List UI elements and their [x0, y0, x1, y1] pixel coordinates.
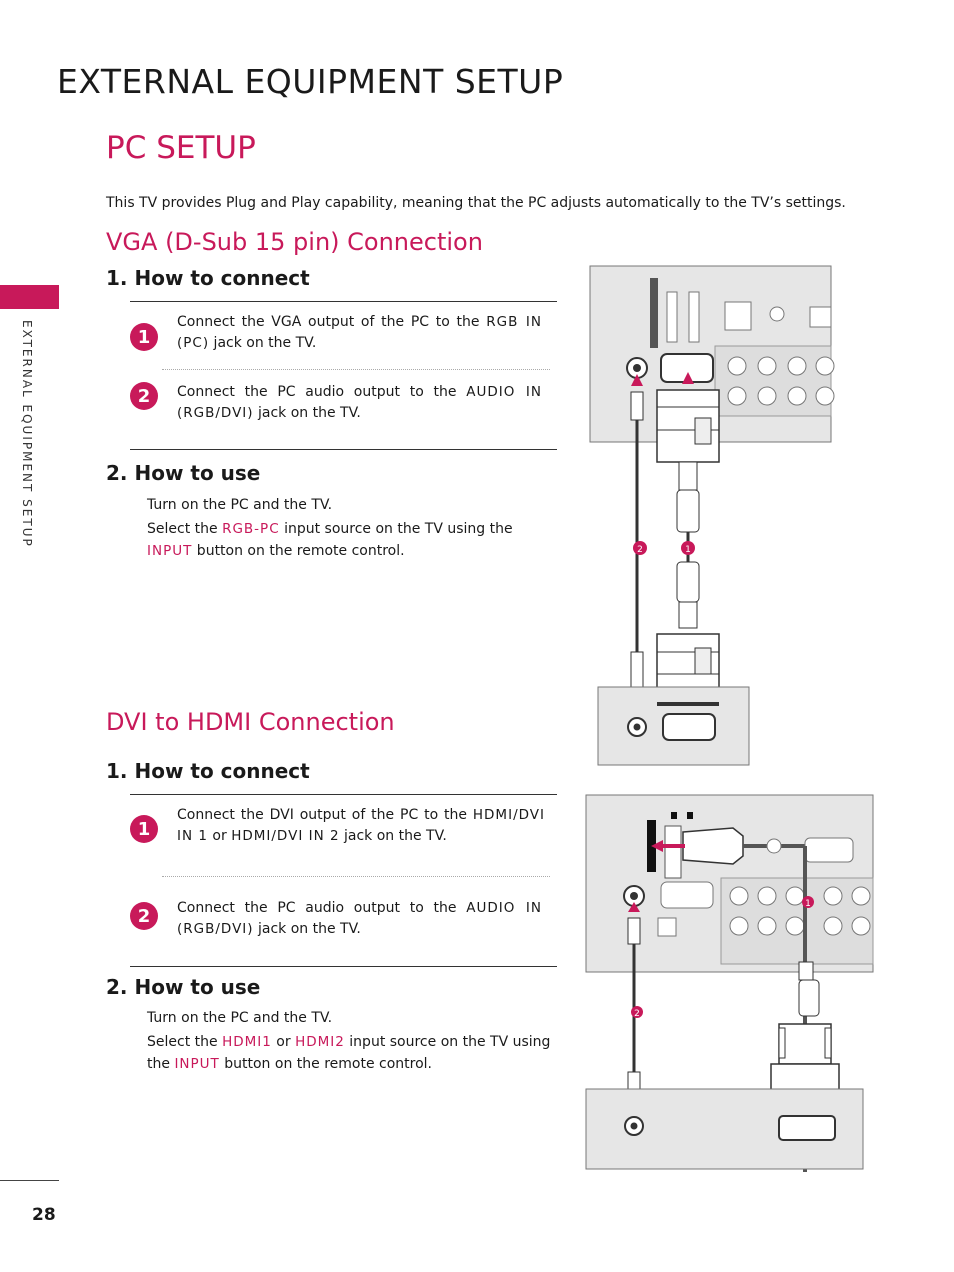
cable-badge: [681, 541, 695, 555]
use-text: button on the remote control.: [219, 1056, 432, 1072]
step-badge: 2: [130, 382, 158, 410]
use-line: Turn on the PC and the TV.: [147, 1010, 333, 1026]
use-text: button on the remote control.: [192, 543, 405, 559]
dvi-use-heading: 2. How to use: [106, 975, 261, 999]
use-keyword: INPUT: [174, 1056, 220, 1072]
page-title: PC SETUP: [106, 130, 256, 166]
step-text: Connect the PC audio output to the: [177, 384, 467, 400]
step-text: jack on the TV.: [253, 405, 361, 421]
use-text: the: [147, 1056, 175, 1072]
cable-badge: [802, 896, 814, 908]
hdmi-port: [650, 278, 658, 348]
page-number: 28: [32, 1205, 56, 1225]
step-text: jack on the TV.: [209, 335, 317, 351]
divider: [130, 449, 557, 450]
dotted-divider: [162, 876, 550, 877]
footer-rule: [0, 1180, 59, 1181]
hdmi-port: [664, 825, 682, 879]
vga-section-title: VGA (D-Sub 15 pin) Connection: [106, 228, 483, 256]
intro-text: This TV provides Plug and Play capabilit…: [106, 195, 846, 211]
cable-label: 2: [637, 545, 643, 555]
page-header: EXTERNAL EQUIPMENT SETUP: [57, 62, 564, 101]
use-keyword: RGB-PC: [222, 521, 280, 537]
dvi-step-1: Connect the DVI output of the PC to the …: [177, 805, 545, 847]
step-keyword: HDMI/DVI IN 2: [231, 828, 340, 844]
use-text: input source on the TV using the: [279, 521, 513, 537]
use-text: Select the: [147, 1034, 223, 1050]
use-text: or: [271, 1034, 296, 1050]
port: [809, 306, 832, 328]
step-keyword: HDMI/DVI IN 1: [177, 807, 545, 844]
vga-plug-grip: [694, 417, 712, 445]
vga-plug-grip: [694, 647, 712, 675]
rgb-port: [804, 837, 854, 863]
jack: [769, 306, 785, 322]
step-badge: 1: [130, 323, 158, 351]
vga-cable: [678, 601, 698, 629]
step-text: jack on the TV.: [253, 921, 361, 937]
cable-label: 2: [634, 1009, 640, 1019]
dvi-step-2: Connect the PC audio output to the AUDIO…: [177, 898, 542, 940]
step-text: jack on the TV.: [339, 828, 447, 844]
audio-plug: [627, 917, 641, 945]
dotted-divider: [162, 369, 550, 370]
step-text: or: [207, 828, 232, 844]
side-tab: [0, 285, 59, 309]
vga-cable: [676, 561, 700, 603]
step-text: Connect the PC audio output to the: [177, 900, 467, 916]
divider: [130, 794, 557, 795]
hdmi-port: [688, 291, 700, 343]
use-keyword: INPUT: [147, 543, 193, 559]
audio-plug: [630, 391, 644, 421]
vga-step-2: Connect the PC audio output to the AUDIO…: [177, 382, 542, 424]
dvi-section-title: DVI to HDMI Connection: [106, 708, 395, 736]
vga-connection-diagram: 2 1: [589, 265, 835, 766]
use-text: input source on the TV using: [344, 1034, 551, 1050]
cable-badge: [633, 541, 647, 555]
use-line: Turn on the PC and the TV.: [147, 497, 333, 513]
dvi-connect-heading: 1. How to connect: [106, 759, 310, 783]
port: [657, 917, 677, 937]
divider: [130, 966, 557, 967]
audio-plug: [630, 651, 644, 693]
side-label: EXTERNAL EQUIPMENT SETUP: [20, 320, 34, 548]
vga-cable: [678, 461, 698, 491]
cable-body: [798, 979, 820, 1017]
cable-label: 1: [685, 545, 691, 555]
step-keyword: AUDIO IN (RGB/DVI): [177, 384, 542, 421]
cable-label: 1: [805, 899, 811, 909]
step-text: Connect the VGA output of the PC to the: [177, 314, 487, 330]
hdmi-plug: [682, 827, 744, 865]
cable-badge: [631, 1006, 643, 1018]
step-badge: 1: [130, 815, 158, 843]
vga-use-heading: 2. How to use: [106, 461, 261, 485]
step-keyword: AUDIO IN (RGB/DVI): [177, 900, 542, 937]
av-jack-block: [714, 345, 832, 417]
hdmi-port: [666, 291, 678, 343]
step-text: Connect the DVI output of the PC to the: [177, 807, 473, 823]
vga-connect-heading: 1. How to connect: [106, 266, 310, 290]
vga-use-text: Turn on the PC and the TV. Select the RG…: [147, 494, 547, 562]
rgb-port: [660, 881, 714, 909]
vga-step-1: Connect the VGA output of the PC to the …: [177, 312, 542, 354]
use-text: Select the: [147, 521, 223, 537]
dvi-use-text: Turn on the PC and the TV. Select the HD…: [147, 1007, 552, 1075]
lan-port: [724, 301, 752, 331]
divider: [130, 301, 557, 302]
use-keyword: HDMI1: [222, 1034, 272, 1050]
dvi-connection-diagram: 1 2: [585, 794, 874, 1172]
step-keyword: RGB IN (PC): [177, 314, 542, 351]
step-badge: 2: [130, 902, 158, 930]
vga-cable: [676, 489, 700, 533]
audio-in-jack: [633, 364, 641, 372]
dvi-plug: [778, 1023, 832, 1065]
use-keyword: HDMI2: [295, 1034, 345, 1050]
pc-vga-port: [662, 713, 716, 741]
pc-dvi-port: [778, 1115, 836, 1141]
